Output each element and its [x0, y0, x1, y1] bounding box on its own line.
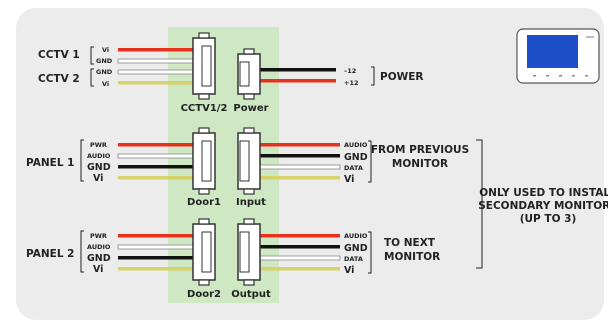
label-output: Output — [231, 289, 271, 300]
monitor-screen — [527, 35, 578, 68]
label-input: Input — [236, 197, 266, 208]
connector-output — [237, 218, 261, 286]
wire-label-panel1-pwr: PWR — [90, 141, 107, 149]
label-power-connector: Power — [233, 103, 268, 114]
label-door1: Door1 — [187, 197, 221, 208]
monitor-illustration — [516, 28, 600, 84]
wire-label-panel2-gnd: GND — [87, 253, 111, 264]
note-secondary-3: (UP TO 3) — [520, 213, 577, 225]
wire-label-power-pos: +12 — [344, 79, 359, 87]
bracket-secondary — [476, 139, 483, 269]
bracket-cctv2 — [90, 68, 94, 87]
connector-power — [237, 48, 261, 100]
wire-label-output-audio: AUDIO — [344, 232, 368, 240]
label-cctv1: CCTV 1 — [38, 49, 80, 61]
label-to-next-1: TO NEXT — [384, 237, 436, 249]
wire-label-cctv2-gnd: GND — [96, 68, 113, 76]
wire-power-neg — [256, 68, 336, 72]
bracket-power — [371, 66, 375, 86]
label-cctv2: CCTV 2 — [38, 73, 80, 85]
wire-label-output-data: DATA — [344, 255, 363, 263]
label-power: POWER — [380, 71, 423, 83]
wire-label-panel1-audio: AUDIO — [87, 152, 111, 160]
wire-cctv2-gnd — [117, 69, 199, 75]
connector-door2 — [192, 218, 216, 286]
wire-label-panel2-pwr: PWR — [90, 232, 107, 240]
bracket-panel2 — [80, 230, 84, 273]
label-from-previous-1: FROM PREVIOUS — [371, 144, 469, 156]
background-panel — [16, 8, 604, 320]
bracket-panel1 — [80, 139, 84, 182]
bracket-cctv1 — [90, 46, 94, 65]
wire-cctv1-gnd — [117, 58, 199, 64]
wire-label-power-neg: –12 — [344, 67, 356, 75]
wire-label-panel2-audio: AUDIO — [87, 243, 111, 251]
wire-label-input-audio: AUDIO — [344, 141, 368, 149]
wire-label-panel1-vi: Vi — [93, 173, 103, 184]
bracket-output — [368, 231, 372, 274]
connector-input — [237, 127, 261, 195]
wire-cctv1-vi — [118, 48, 198, 52]
wire-label-cctv2-vi: Vi — [102, 80, 109, 88]
label-from-previous-2: MONITOR — [392, 158, 448, 170]
monitor-buttons — [533, 75, 588, 77]
bracket-input — [368, 140, 372, 183]
connector-door1 — [192, 127, 216, 195]
wire-label-panel1-gnd: GND — [87, 162, 111, 173]
label-panel1: PANEL 1 — [26, 157, 74, 169]
note-secondary-2: SECONDARY MONITORS — [478, 200, 608, 212]
power-wires — [256, 68, 336, 83]
label-to-next-2: MONITOR — [384, 251, 440, 263]
label-cctv12: CCTV1/2 — [181, 103, 228, 114]
wire-label-panel2-vi: Vi — [93, 264, 103, 275]
wire-label-input-vi: Vi — [344, 174, 354, 185]
wire-label-output-vi: Vi — [344, 265, 354, 276]
label-panel2: PANEL 2 — [26, 248, 74, 260]
note-secondary-1: ONLY USED TO INSTALL — [479, 187, 608, 199]
wire-label-input-gnd: GND — [344, 152, 368, 163]
wire-power-pos — [256, 79, 336, 83]
wire-label-cctv1-gnd: GND — [96, 57, 113, 65]
wire-label-output-gnd: GND — [344, 243, 368, 254]
wire-label-input-data: DATA — [344, 164, 363, 172]
wire-label-cctv1-vi: Vi — [102, 46, 109, 54]
label-door2: Door2 — [187, 289, 221, 300]
connector-cctv12 — [192, 32, 216, 100]
wire-cctv2-vi — [118, 81, 198, 85]
